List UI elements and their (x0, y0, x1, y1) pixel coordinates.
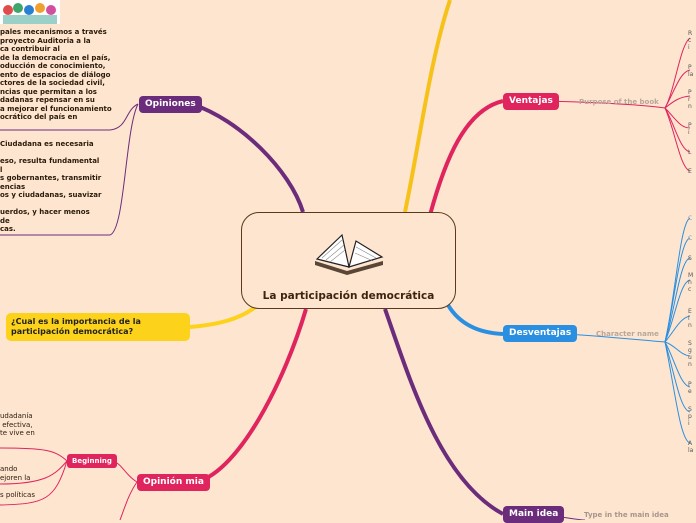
desventajas-item[interactable]: M n c (688, 272, 693, 293)
topic-opiniones[interactable]: Opiniones (139, 96, 202, 113)
ventajas-item[interactable]: R c i (688, 30, 692, 51)
desventajas-item[interactable]: S g u n (688, 340, 692, 368)
desventajas-item[interactable]: C (688, 215, 692, 222)
desventajas-item[interactable]: S p i (688, 406, 692, 427)
desventajas-subtopic[interactable]: Character name (596, 330, 659, 338)
question-box[interactable]: ¿Cual es la importancia de la participac… (6, 313, 190, 341)
opinion-mia-text-2: ando ejoren la (0, 465, 30, 482)
desventajas-item[interactable]: C (688, 235, 692, 242)
opiniones-text-1: pales mecanismos a través proyecto Audit… (0, 28, 112, 122)
main-idea-subtopic[interactable]: Type in the main idea (584, 511, 669, 519)
people-illustration (0, 0, 60, 24)
ventajas-item[interactable]: P i (688, 122, 692, 136)
opinion-mia-text-1: udadanía efectiva, te vive en (0, 412, 35, 438)
opiniones-text-2: Ciudadana es necesaria eso, resulta fund… (0, 140, 101, 234)
desventajas-item[interactable]: E i n (688, 308, 692, 329)
opinion-mia-text-3: s políticas (0, 491, 35, 500)
topic-desventajas[interactable]: Desventajas (503, 325, 577, 342)
desventajas-item[interactable]: A la (688, 440, 693, 454)
desventajas-item[interactable]: S (688, 255, 692, 262)
ventajas-item[interactable]: P r n (688, 89, 692, 110)
topic-opinion-mia[interactable]: Opinión mia (137, 474, 210, 491)
desventajas-item[interactable]: P e (688, 381, 692, 395)
ventajas-item[interactable]: P la (688, 64, 693, 78)
topic-main-idea[interactable]: Main idea (503, 506, 564, 523)
topic-ventajas[interactable]: Ventajas (503, 93, 559, 110)
ventajas-item[interactable]: E (688, 168, 692, 175)
open-book-icon (312, 231, 386, 281)
question-text: ¿Cual es la importancia de la participac… (11, 317, 141, 336)
ventajas-subtopic[interactable]: Purpose of the book (579, 98, 659, 106)
central-topic[interactable]: La participación democrática (241, 212, 456, 309)
ventajas-item[interactable]: L (688, 149, 691, 156)
subtopic-beginning[interactable]: Beginning (67, 454, 117, 468)
central-title: La participación democrática (242, 290, 455, 302)
